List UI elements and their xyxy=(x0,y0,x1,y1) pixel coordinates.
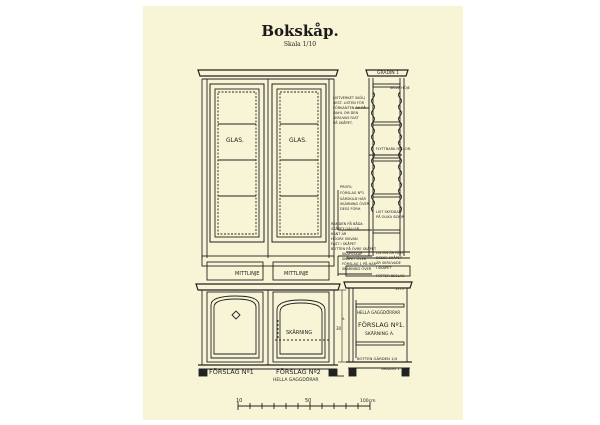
drawing-scale: Skala 1/10 xyxy=(283,41,317,48)
section-bottom-label: BOTTEN GÄRDEN 1/4 xyxy=(357,356,398,361)
right-glass-label: GLAS. xyxy=(289,137,307,144)
left-glass-label: GLAS. xyxy=(226,137,244,144)
shelf-label: FLYTTBARA HYLLOR. xyxy=(376,147,411,151)
dim-30: 30 xyxy=(336,326,342,331)
middle-note: RAMDEN PÅ BÅDA SKÅPET GÄLLER KANT ÄR HÖG… xyxy=(331,221,377,251)
right-middle-line-label: MITTLINJE xyxy=(284,271,308,277)
section-proposal-1: FÖRSLAG Nº1. xyxy=(358,320,405,329)
left-proposal-label: FÖRSLAG Nº1 xyxy=(209,367,254,376)
lower-note-b: LISTEN ÄR FÄST DESSE SKÅPET ÄR SKRUVADE … xyxy=(376,250,405,270)
profile-label: PROFIL FÖRSLAG Nº1 SÄRSKILD HÄR SKÄRNING… xyxy=(340,185,370,211)
scale-tick-100cm: 100cm xyxy=(360,398,375,404)
drawing-title: Bokskåp. xyxy=(261,22,339,40)
door-profile-label: SKÄRNING xyxy=(286,329,312,336)
section-top-label-2: SKIVA HÖJE xyxy=(390,85,410,90)
paper-sheet xyxy=(143,6,463,420)
section-note-1: LISTVERKET SKÖLJ SEST. LISTEN FÖR FÖRKAN… xyxy=(333,95,367,125)
left-middle-line-label: MITTLINJE xyxy=(235,271,259,277)
door-panel-label: HELLA GAGGDÖRRAR xyxy=(357,310,400,315)
side-note: LIST SKYDDAD PÅ OLIKA SIDOR xyxy=(376,210,405,219)
dim-top: 1575 xyxy=(395,287,404,291)
scale-tick-10: 10 xyxy=(236,398,242,404)
dim-a: A xyxy=(342,317,345,321)
right-proposal-label: FÖRSLAG Nº2 xyxy=(276,367,321,376)
front-elevation xyxy=(195,69,344,377)
lower-note-c: FÖTTER BESLAG xyxy=(376,273,405,278)
side-section xyxy=(337,69,413,377)
scale-tick-50: 50 xyxy=(305,398,311,404)
scale-bar xyxy=(237,402,371,410)
section-top-label: GRADIN 1 xyxy=(377,70,399,76)
lower-note-a: SKÅPSSKÅP SKÅPET ÖVER FÖRSLAG 1 PÅ HÄR S… xyxy=(342,251,377,271)
section-foot-label: GRADIN 1 xyxy=(381,366,400,371)
section-proposal-1-sub: SKÄRNING A. xyxy=(365,330,394,337)
right-proposal-sub-label: HELLA GAGGDÖRAR xyxy=(273,376,318,383)
